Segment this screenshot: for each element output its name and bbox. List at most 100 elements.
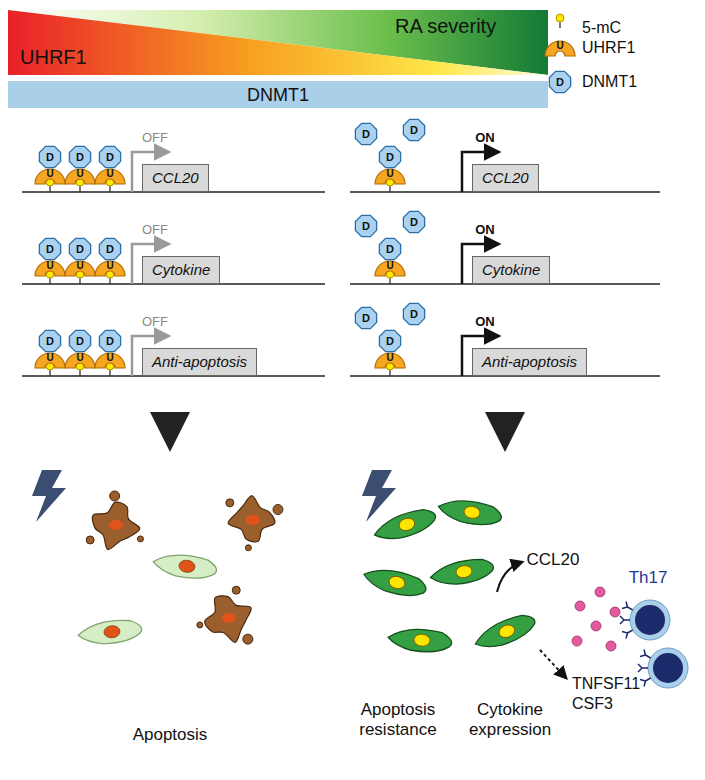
- cell-body: [152, 551, 218, 582]
- uhrf1-symbol: [65, 353, 95, 368]
- state-label: ON: [475, 223, 495, 238]
- cell: [361, 564, 428, 601]
- uhrf1-symbol: [375, 261, 405, 276]
- methyl-stem: [559, 22, 560, 28]
- state-label: OFF: [142, 131, 168, 146]
- methyl-stem: [109, 278, 110, 284]
- receptor: [620, 616, 630, 624]
- methyl-stem: [389, 278, 390, 284]
- cell-body: [437, 496, 504, 529]
- dnmt1-symbol: [39, 146, 60, 167]
- th17-ring: [648, 648, 688, 688]
- cytokine-label: TNFSF11: [572, 675, 640, 693]
- apoptotic-fragment: [273, 505, 283, 515]
- state-label: OFF: [142, 223, 168, 238]
- chemokine-dot: [610, 607, 620, 617]
- dnmt1-symbol: [99, 330, 120, 351]
- methyl-stem: [109, 186, 110, 192]
- gradient-label: RA severity: [395, 15, 496, 38]
- gene-name: Anti-apoptosis: [152, 353, 247, 370]
- apoptotic-fragment: [110, 491, 120, 501]
- outcome-label: Cytokine expression: [458, 700, 562, 739]
- cell: [437, 496, 504, 529]
- symbol-letter: D: [46, 243, 54, 256]
- dnmt1-bar: [8, 81, 548, 108]
- cell: [429, 556, 496, 589]
- uhrf1-symbol: [95, 169, 125, 184]
- cell-label: Th17: [629, 568, 668, 588]
- dnmt1-symbol: [379, 146, 400, 167]
- gene-name: Cytokine: [152, 261, 210, 278]
- apoptotic-fragment: [86, 536, 94, 544]
- apoptotic-cell: [226, 496, 283, 551]
- symbol-letter: U: [76, 260, 83, 272]
- severity-wedge: [8, 10, 548, 75]
- receptor: [622, 627, 635, 639]
- uhrf1-symbol: [35, 261, 65, 276]
- gene-box: CCL20: [472, 164, 539, 192]
- symbol-letter: D: [106, 151, 114, 164]
- chemokine-dot: [575, 601, 585, 611]
- uhrf1-symbol: [65, 261, 95, 276]
- uhrf1-wedge: [8, 10, 548, 75]
- symbol-letter: U: [106, 168, 113, 180]
- nucleus: [246, 515, 260, 525]
- uhrf1-symbol: [35, 169, 65, 184]
- state-label: OFF: [142, 315, 168, 330]
- cell-body: [77, 618, 143, 647]
- receptor: [638, 664, 648, 672]
- dnmt1-symbol: [355, 215, 376, 236]
- receptor: [640, 675, 653, 687]
- cell: [471, 610, 538, 654]
- dnmt1-symbol: [69, 238, 90, 259]
- apoptotic-fragment: [197, 622, 203, 628]
- dnmt1-symbol: [403, 303, 424, 324]
- gene-name: CCL20: [152, 169, 199, 186]
- symbol-letter: U: [46, 352, 53, 364]
- gene-box: CCL20: [142, 164, 209, 192]
- symbol-letter: U: [556, 40, 563, 52]
- symbol-letter: D: [106, 243, 114, 256]
- symbol-letter: D: [410, 216, 418, 229]
- symbol-letter: D: [386, 151, 394, 164]
- gradient-label: UHRF1: [20, 46, 87, 69]
- cytokine-label: CSF3: [572, 695, 613, 713]
- uhrf1-symbol: [545, 41, 575, 56]
- symbol-letter: D: [362, 220, 370, 233]
- outcome-label: Apoptosis: [133, 725, 208, 745]
- symbol-letter: D: [362, 128, 370, 141]
- uhrf1-symbol: [35, 353, 65, 368]
- uhrf1-symbol: [375, 169, 405, 184]
- nucleus: [455, 564, 473, 579]
- symbol-letter: U: [46, 260, 53, 272]
- nucleus: [463, 505, 481, 520]
- outcome-label: Apoptosis resistance: [348, 700, 448, 739]
- methyl-stem: [49, 186, 50, 192]
- symbol-letter: D: [76, 243, 84, 256]
- methyl-stem: [79, 186, 80, 192]
- chemokine-dot: [606, 641, 616, 651]
- symbol-letter: U: [386, 352, 393, 364]
- methyl-cytosine: [556, 14, 564, 22]
- symbol-letter: D: [386, 335, 394, 348]
- apoptotic-cell: [86, 491, 143, 550]
- dnmt1-symbol: [69, 146, 90, 167]
- lightning-bolt: [32, 470, 66, 522]
- secretion-arrow: [540, 650, 566, 678]
- nucleus: [413, 633, 430, 646]
- apoptotic-fragment: [137, 536, 143, 542]
- symbol-letter: U: [76, 352, 83, 364]
- symbol-letter: U: [46, 168, 53, 180]
- apoptotic-fragment: [232, 586, 240, 594]
- gene-box: Anti-apoptosis: [142, 348, 257, 376]
- dnmt1-symbol: [403, 211, 424, 232]
- symbol-letter: D: [386, 243, 394, 256]
- nucleus: [103, 625, 120, 639]
- cell-body: [361, 564, 428, 601]
- gene-name: Cytokine: [482, 261, 540, 278]
- gene-name: CCL20: [482, 169, 529, 186]
- uhrf1-symbol: [375, 353, 405, 368]
- symbol-letter: D: [410, 124, 418, 137]
- symbol-letter: D: [362, 312, 370, 325]
- dnmt1-symbol: [403, 119, 424, 140]
